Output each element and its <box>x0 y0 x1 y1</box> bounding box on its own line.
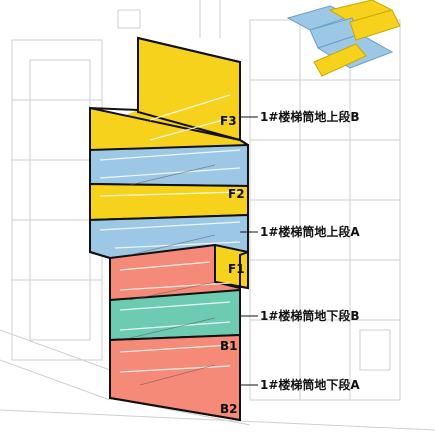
floor-label-b1: B1 <box>220 339 238 353</box>
leader-lines <box>240 116 258 386</box>
floor-label-f2: F2 <box>228 187 245 201</box>
segment-label-below-b: 1#楼梯筒地下段B <box>260 308 360 323</box>
floor-label-b2: B2 <box>220 402 238 416</box>
segment-label-above-b: 1#楼梯筒地上段B <box>260 109 360 124</box>
segment-f2-yellow <box>89 182 249 222</box>
floor-label-f3: F3 <box>220 114 237 128</box>
floor-label-f1: F1 <box>228 262 245 276</box>
segment-below-b-teal <box>109 288 241 342</box>
segment-label-above-a: 1#楼梯筒地上段A <box>260 224 360 239</box>
stair-inset-icon <box>286 0 401 77</box>
stair-step-ticks <box>129 164 216 386</box>
stair-interior-lines <box>99 94 241 373</box>
segment-label-below-a: 1#楼梯筒地下段A <box>260 377 360 392</box>
